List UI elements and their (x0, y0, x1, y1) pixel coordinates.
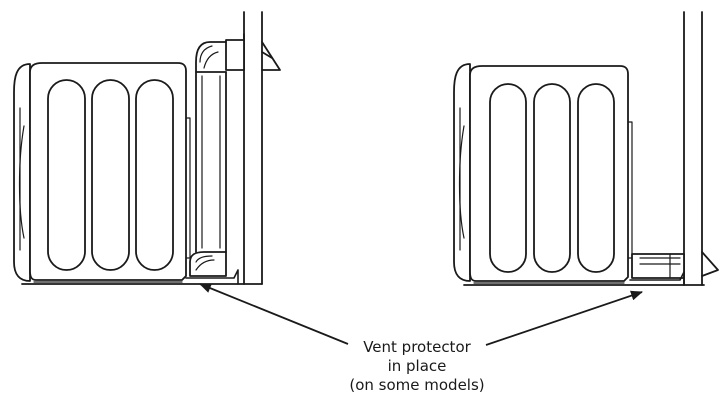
right-dryer (453, 63, 633, 284)
left-dryer-panel-3 (135, 79, 174, 271)
left-dryer (13, 62, 191, 283)
callout-line-1: Vent protector (363, 338, 471, 356)
left-vent-protector (185, 269, 239, 285)
right-wall (683, 11, 703, 286)
right-dryer-panel-2 (533, 83, 571, 273)
callout-line-3: (on some models) (349, 376, 485, 394)
callout-line-2: in place (387, 357, 447, 375)
right-dryer-door (453, 63, 471, 282)
left-vent-duct (185, 39, 281, 285)
left-dryer-door (13, 63, 31, 282)
left-dryer-cabinet (29, 62, 187, 281)
right-vent-protector (629, 271, 685, 286)
right-dryer-cabinet (469, 65, 629, 282)
left-exterior-hood (261, 41, 281, 71)
right-exterior-hood (701, 251, 719, 277)
left-dryer-panel-1 (47, 79, 86, 271)
right-callout-arrow (485, 290, 643, 346)
right-dryer-panel-3 (577, 83, 615, 273)
left-callout-arrow (199, 283, 349, 345)
right-vent-duct (629, 251, 719, 286)
left-wall (243, 11, 263, 285)
vent-protector-callout: Vent protector in place (on some models) (322, 338, 512, 395)
left-dryer-panel-2 (91, 79, 130, 271)
right-dryer-panel-1 (489, 83, 527, 273)
